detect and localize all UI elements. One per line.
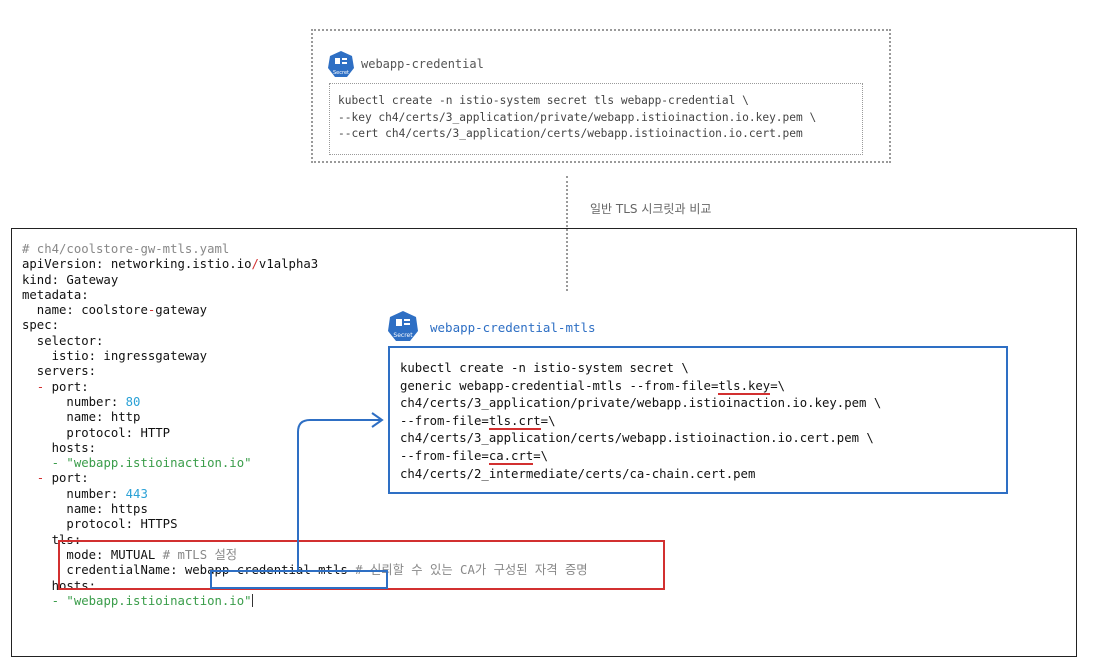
yaml-line-apiversion: apiVersion: networking.istio.io/v1alpha3 <box>22 257 319 272</box>
yaml-line-number-80: number: 80 <box>22 394 141 409</box>
yaml-line-protocol-http: protocol: HTTP <box>22 425 171 440</box>
yaml-line-protocol-https: protocol: HTTPS <box>22 517 178 532</box>
yaml-line-host-1: - "webapp.istioinaction.io" <box>51 456 252 471</box>
plain-tls-secret-panel <box>311 29 891 163</box>
yaml-line-hosts-1: hosts: <box>22 440 97 455</box>
yaml-line-kind: kind: Gateway <box>22 272 119 287</box>
mtls-secret-command-box <box>388 346 1008 494</box>
secret-icon: Secret <box>388 311 418 341</box>
command-line: --from-file=ca.crt=\ <box>400 448 549 465</box>
command-line: ch4/certs/3_application/private/webapp.i… <box>400 396 882 411</box>
tls-highlight-box <box>58 540 665 590</box>
gateway-yaml-panel <box>11 228 1077 657</box>
yaml-line-credential-name: credentialName: webapp-credential-mtls #… <box>22 563 588 578</box>
plain-secret-command: kubectl create -n istio-system secret tl… <box>338 93 816 143</box>
secret-icon: Secret <box>328 51 354 77</box>
yaml-line-host-2: - "webapp.istioinaction.io" <box>51 593 253 608</box>
tls-crt-underline: tls.crt <box>488 413 541 430</box>
command-line: generic webapp-credential-mtls --from-fi… <box>400 378 785 395</box>
yaml-line-port-1: - port: <box>22 379 89 394</box>
command-line: --key ch4/certs/3_application/private/we… <box>338 110 817 124</box>
ca-crt-underline: ca.crt <box>488 448 534 465</box>
tls-key-underline: tls.key <box>718 378 771 395</box>
yaml-line-name: name: coolstore-gateway <box>22 303 208 318</box>
yaml-line-name-http: name: http <box>22 410 141 425</box>
credential-name-highlight <box>210 570 388 589</box>
plain-secret-title: webapp-credential <box>361 57 484 71</box>
command-line: kubectl create -n istio-system secret \ <box>400 361 689 375</box>
command-line: ch4/certs/3_application/certs/webapp.ist… <box>400 431 874 446</box>
command-line: ch4/certs/2_intermediate/certs/ca-chain.… <box>400 466 756 481</box>
mtls-secret-command: kubectl create -n istio-system secret \ g… <box>400 360 881 483</box>
yaml-line-mode: mode: MUTUAL # mTLS 설정 <box>22 547 238 562</box>
yaml-line-spec: spec: <box>22 318 60 333</box>
yaml-line-port-2: - port: <box>22 471 89 486</box>
mtls-secret-title: webapp-credential-mtls <box>430 320 596 335</box>
svg-text:Secret: Secret <box>333 70 349 76</box>
command-line: --cert ch4/certs/3_application/certs/web… <box>338 127 803 140</box>
text-cursor <box>251 593 253 607</box>
yaml-line-name-https: name: https <box>22 502 148 517</box>
yaml-line-servers: servers: <box>22 364 97 379</box>
command-line: --from-file=tls.crt=\ <box>400 413 556 430</box>
yaml-line-selector: selector: <box>22 333 104 348</box>
yaml-line-metadata: metadata: <box>22 287 89 302</box>
svg-text:Secret: Secret <box>393 332 413 339</box>
command-line: kubectl create -n istio-system secret tl… <box>338 94 749 107</box>
yaml-file-comment: # ch4/coolstore-gw-mtls.yaml <box>22 242 230 256</box>
comparison-connector <box>566 176 568 291</box>
yaml-line-number-443: number: 443 <box>22 486 148 501</box>
yaml-line-istio: istio: ingressgateway <box>22 349 208 364</box>
plain-secret-command-box <box>329 83 863 155</box>
comparison-label: 일반 TLS 시크릿과 비교 <box>590 202 712 216</box>
